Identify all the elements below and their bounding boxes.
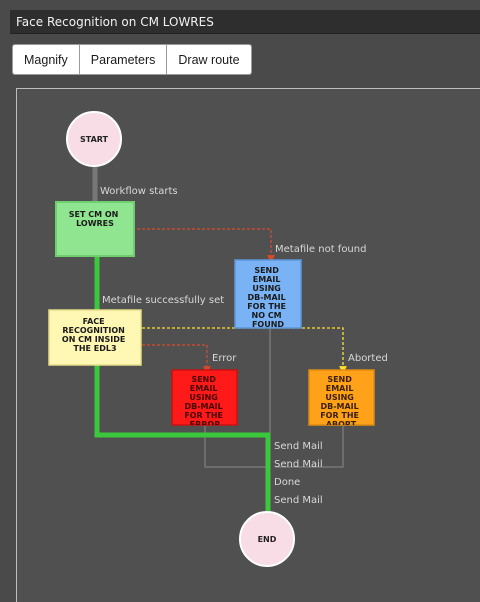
label-send-mail-3: Send Mail — [274, 495, 323, 506]
email-error-label: SEND EMAIL USING DB-MAIL FOR THE ERROR — [184, 375, 226, 429]
face-recognition-node[interactable]: FACE RECOGNITION ON CM INSIDE THE EDL3 — [48, 309, 142, 366]
email-no-cm-label: SEND EMAIL USING DB-MAIL FOR THE NO CM F… — [247, 266, 289, 329]
set-cm-label: SET CM ON LOWRES — [69, 210, 121, 228]
label-metafile-not-found: Metafile not found — [275, 244, 366, 255]
toolbar: Magnify Parameters Draw route — [12, 44, 252, 76]
setcm-to-nocm-edge — [137, 228, 275, 263]
label-done: Done — [274, 477, 300, 488]
label-send-mail-1: Send Mail — [274, 441, 323, 452]
magnify-button[interactable]: Magnify — [12, 44, 80, 75]
label-aborted: Aborted — [348, 353, 388, 364]
label-workflow-starts: Workflow starts — [100, 186, 178, 197]
email-abort-label: SEND EMAIL USING DB-MAIL FOR THE ABORT — [320, 375, 362, 429]
label-send-mail-2: Send Mail — [274, 459, 323, 470]
window-title: Face Recognition on CM LOWRES — [10, 10, 480, 34]
start-node[interactable]: START — [66, 111, 122, 167]
face-to-error-edge — [142, 344, 211, 374]
end-label: END — [258, 535, 277, 544]
workflow-canvas[interactable]: START SET CM ON LOWRES FACE RECOGNITION … — [16, 88, 480, 602]
abort-to-end-line — [275, 424, 344, 468]
label-metafile-success: Metafile successfully set — [102, 295, 224, 306]
face-recognition-label: FACE RECOGNITION ON CM INSIDE THE EDL3 — [62, 317, 128, 353]
set-cm-node[interactable]: SET CM ON LOWRES — [55, 201, 135, 257]
end-node[interactable]: END — [239, 511, 295, 567]
start-label: START — [80, 135, 109, 144]
face-to-end-edge — [94, 365, 271, 514]
workflow-diagram: START SET CM ON LOWRES FACE RECOGNITION … — [48, 111, 388, 567]
email-error-node[interactable]: SEND EMAIL USING DB-MAIL FOR THE ERROR — [171, 369, 238, 429]
email-no-cm-node[interactable]: SEND EMAIL USING DB-MAIL FOR THE NO CM F… — [234, 259, 302, 329]
email-abort-node[interactable]: SEND EMAIL USING DB-MAIL FOR THE ABORT — [308, 369, 375, 429]
parameters-button[interactable]: Parameters — [79, 44, 168, 75]
face-to-abort-edge — [142, 327, 347, 374]
label-error: Error — [212, 353, 237, 364]
draw-route-button[interactable]: Draw route — [167, 44, 252, 75]
error-to-end-line — [204, 424, 270, 468]
